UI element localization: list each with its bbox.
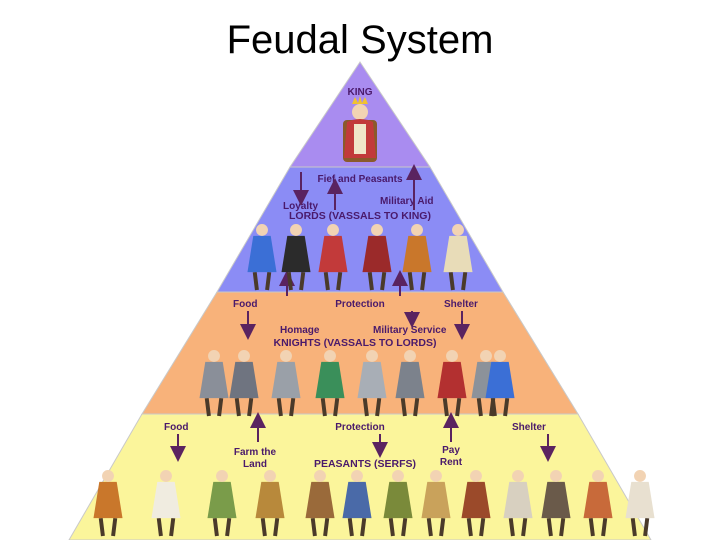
peasant-figure	[207, 470, 237, 537]
king-label: KING	[348, 87, 373, 98]
farm-line-1: Farm the	[234, 447, 277, 458]
lord-figure	[247, 224, 277, 291]
knight-figure	[395, 350, 425, 417]
knights-label: KNIGHTS (VASSALS TO LORDS)	[274, 337, 437, 349]
peasants-figures	[93, 470, 655, 537]
farm-line-2: Land	[243, 459, 267, 470]
knight-figure	[315, 350, 345, 417]
rent-line-2: Rent	[440, 457, 463, 468]
peasants-label: PEASANTS (SERFS)	[314, 458, 416, 470]
peasants-down-label-1: Food	[164, 422, 188, 433]
lord-figure	[402, 224, 432, 291]
peasants-down-label-2: Protection	[335, 422, 384, 433]
peasant-figure	[305, 470, 335, 537]
peasant-figure	[383, 470, 413, 537]
knight-figure	[437, 350, 467, 417]
lords-figures	[247, 224, 473, 291]
lords-label: LORDS (VASSALS TO KING)	[289, 210, 431, 222]
knights-up-right-label: Military Service	[373, 325, 447, 336]
peasant-figure	[93, 470, 123, 537]
knights-figures	[199, 350, 515, 417]
lord-figure	[362, 224, 392, 291]
knight-figure	[229, 350, 259, 417]
peasant-figure	[503, 470, 533, 537]
peasant-figure	[255, 470, 285, 537]
knight-figure	[485, 350, 515, 417]
knights-up-left-label: Homage	[280, 325, 320, 336]
knights-down-label-3: Shelter	[444, 299, 478, 310]
peasant-figure	[541, 470, 571, 537]
lord-figure	[443, 224, 473, 291]
rent-line-1: Pay	[442, 445, 460, 456]
lords-up-right-label: Military Aid	[380, 196, 434, 207]
peasant-figure	[151, 470, 181, 537]
king-figure	[343, 96, 377, 162]
slide-title: Feudal System	[226, 18, 494, 62]
lords-down-label: Fief and Peasants	[317, 174, 402, 185]
knights-down-label-2: Protection	[335, 299, 384, 310]
peasant-figure	[421, 470, 451, 537]
knight-figure	[357, 350, 387, 417]
knight-figure	[199, 350, 229, 417]
lord-figure	[281, 224, 311, 291]
lord-figure	[318, 224, 348, 291]
peasants-down-label-3: Shelter	[512, 422, 546, 433]
peasant-figure	[461, 470, 491, 537]
peasant-figure	[583, 470, 613, 537]
peasant-figure	[342, 470, 372, 537]
knight-figure	[271, 350, 301, 417]
lords-up-left-label: Loyalty	[283, 201, 318, 212]
knights-down-label-1: Food	[233, 299, 257, 310]
peasant-figure	[625, 470, 655, 537]
